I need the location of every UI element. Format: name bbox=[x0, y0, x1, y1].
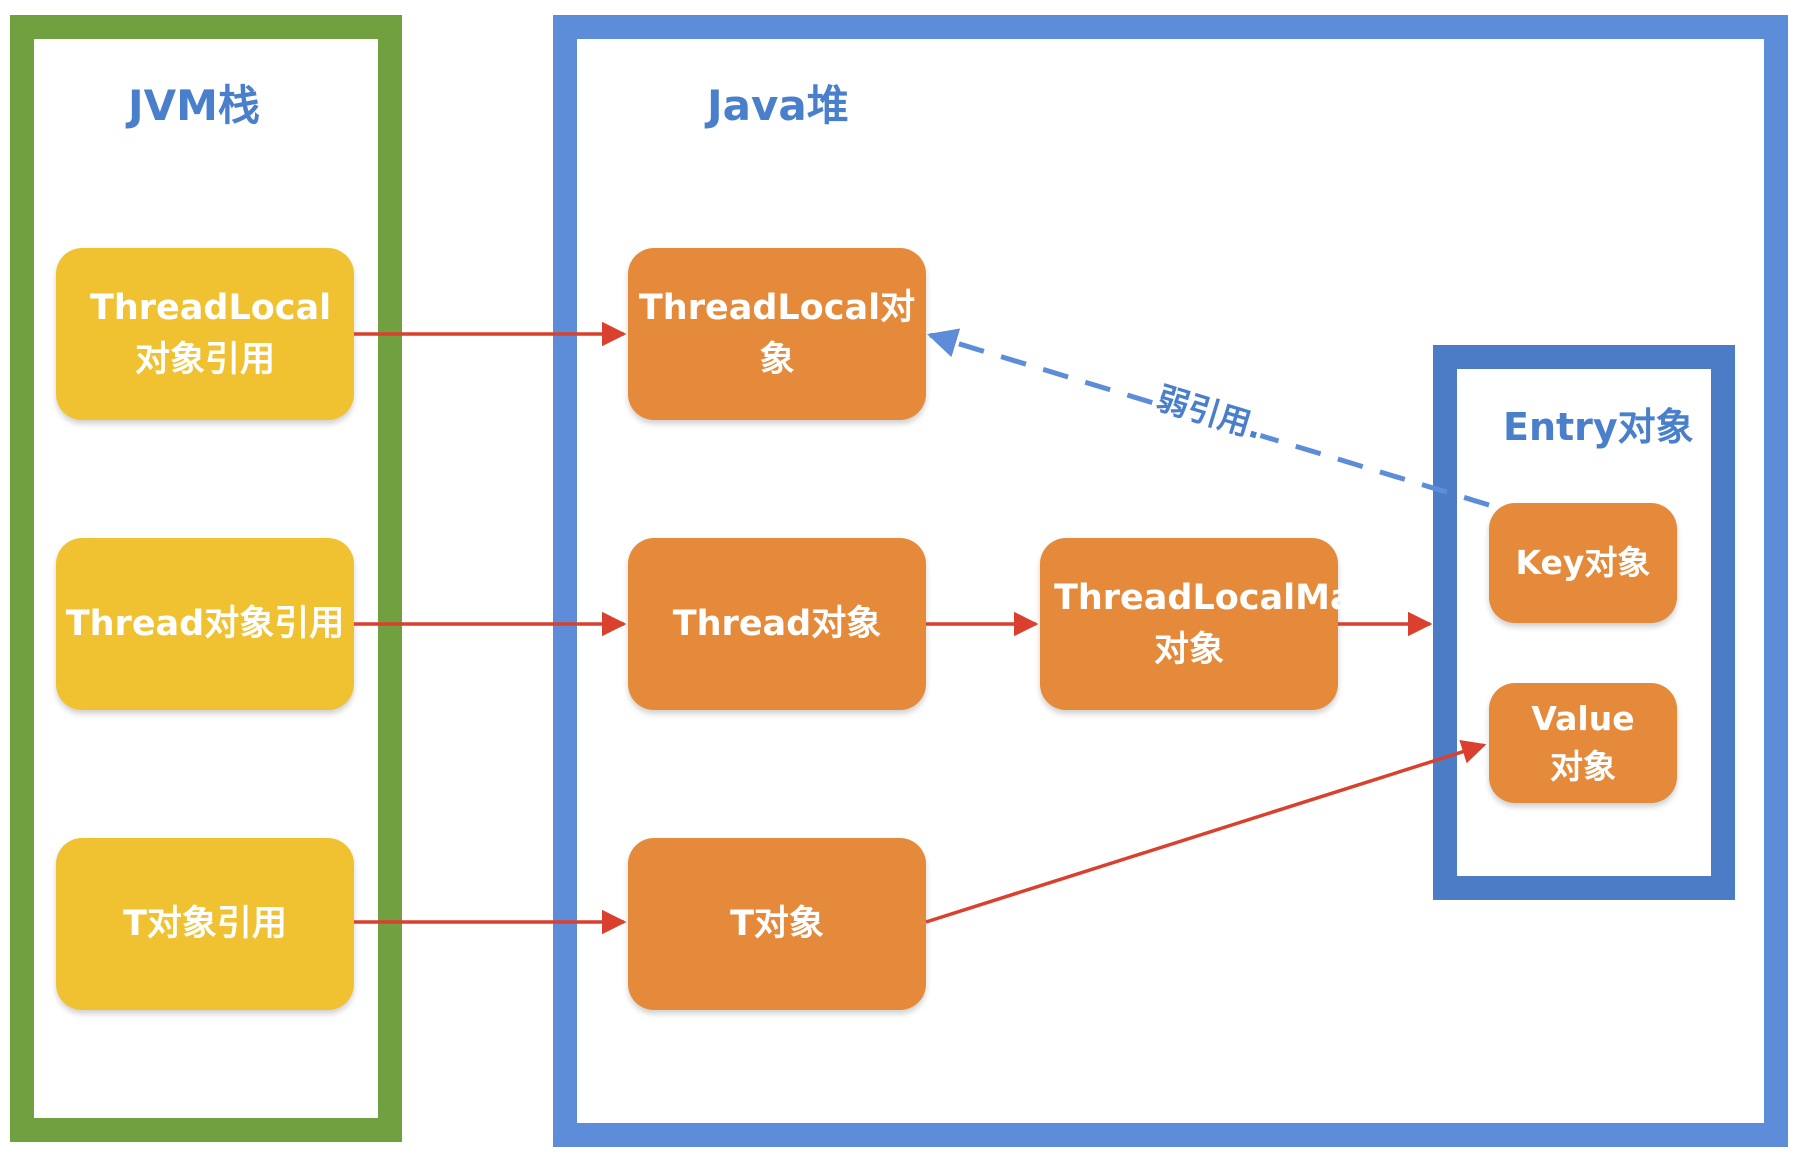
t-object-label: T对象 bbox=[730, 903, 824, 944]
key-object-node: Key对象 bbox=[1489, 503, 1677, 623]
value-object-label: Value对象 bbox=[1531, 699, 1635, 786]
t-object-node: T对象 bbox=[628, 838, 926, 1010]
jvm-stack-title: JVM栈 bbox=[128, 81, 260, 130]
value-object-node: Value对象 bbox=[1489, 683, 1677, 803]
threadlocal-object-node: ThreadLocal对象 bbox=[628, 248, 926, 420]
thread-object-node: Thread对象 bbox=[628, 538, 926, 710]
java-heap-title: Java堆 bbox=[707, 81, 849, 130]
threadlocalmap-object-node: ThreadLocalMap对象 bbox=[1040, 538, 1379, 710]
threadlocal-ref-label: ThreadLocal对象引用 bbox=[90, 287, 332, 381]
thread-ref-label: Thread对象引用 bbox=[65, 603, 345, 644]
t-ref-node: T对象引用 bbox=[56, 838, 354, 1010]
entry-object-title: Entry对象 bbox=[1503, 405, 1694, 449]
threadlocal-object-label: ThreadLocal对象 bbox=[638, 287, 916, 381]
thread-object-label: Thread对象 bbox=[672, 603, 882, 644]
threadlocal-ref-node: ThreadLocal对象引用 bbox=[56, 248, 354, 420]
thread-ref-node: Thread对象引用 bbox=[56, 538, 354, 710]
t-ref-label: T对象引用 bbox=[123, 903, 287, 944]
threadlocalmap-object-label: ThreadLocalMap对象 bbox=[1054, 577, 1379, 671]
key-object-label: Key对象 bbox=[1515, 543, 1651, 583]
